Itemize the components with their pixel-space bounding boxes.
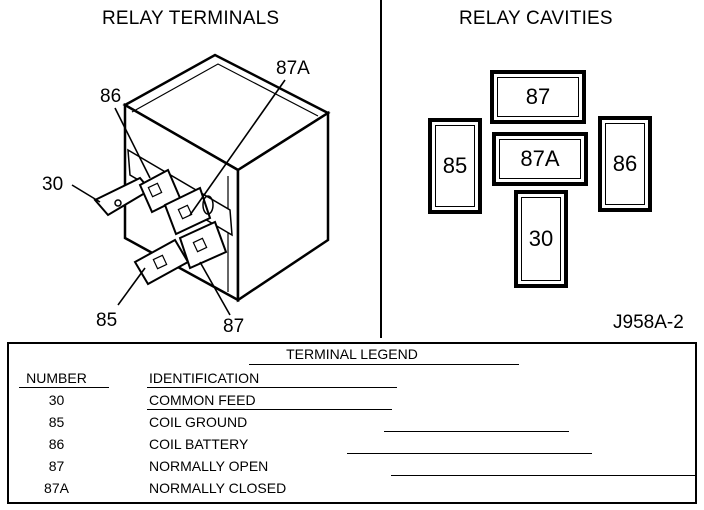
row-identification: NORMALLY CLOSED	[149, 480, 287, 496]
row-number: 30	[48, 392, 65, 408]
table-row: 30 COMMON FEED	[9, 392, 695, 414]
cavity-86: 86	[598, 116, 652, 212]
legend-title: TERMINAL LEGEND	[286, 346, 418, 362]
row-number: 85	[48, 414, 65, 430]
row-number: 87A	[44, 480, 69, 496]
table-row: 85 COIL GROUND	[9, 414, 695, 436]
table-row: 87A NORMALLY CLOSED	[9, 480, 695, 502]
divider	[347, 453, 592, 454]
table-row: 87 NORMALLY OPEN	[9, 458, 695, 480]
relay-terminals-title: RELAY TERMINALS	[102, 8, 280, 29]
header-identification: IDENTIFICATION	[149, 370, 260, 386]
divider	[249, 364, 519, 365]
header-number: NUMBER	[26, 370, 87, 386]
callout-86: 86	[100, 86, 122, 107]
callout-85: 85	[96, 310, 118, 331]
relay-cavities-title: RELAY CAVITIES	[459, 8, 613, 29]
divider	[19, 387, 109, 388]
panel-divider	[380, 0, 382, 338]
legend-header-row: NUMBER IDENTIFICATION	[9, 370, 695, 392]
relay-drawing	[71, 53, 331, 316]
row-identification: COIL BATTERY	[149, 436, 249, 452]
divider	[147, 409, 392, 410]
divider	[384, 431, 569, 432]
cavity-87a: 87A	[492, 132, 588, 186]
divider	[391, 475, 696, 476]
row-identification: NORMALLY OPEN	[149, 458, 269, 474]
figure-id: J958A-2	[613, 312, 684, 333]
cavity-87: 87	[490, 70, 586, 124]
cavity-30: 30	[514, 190, 568, 288]
row-number: 87	[48, 458, 65, 474]
callout-30: 30	[42, 174, 64, 195]
row-identification: COIL GROUND	[149, 414, 248, 430]
row-number: 86	[48, 436, 65, 452]
callout-87a: 87A	[276, 58, 310, 79]
divider	[147, 387, 397, 388]
row-identification: COMMON FEED	[149, 392, 256, 408]
terminal-legend: TERMINAL LEGEND NUMBER IDENTIFICATION 30…	[7, 342, 697, 504]
callout-87: 87	[223, 316, 245, 337]
table-row: 86 COIL BATTERY	[9, 436, 695, 458]
cavity-85: 85	[428, 118, 482, 214]
